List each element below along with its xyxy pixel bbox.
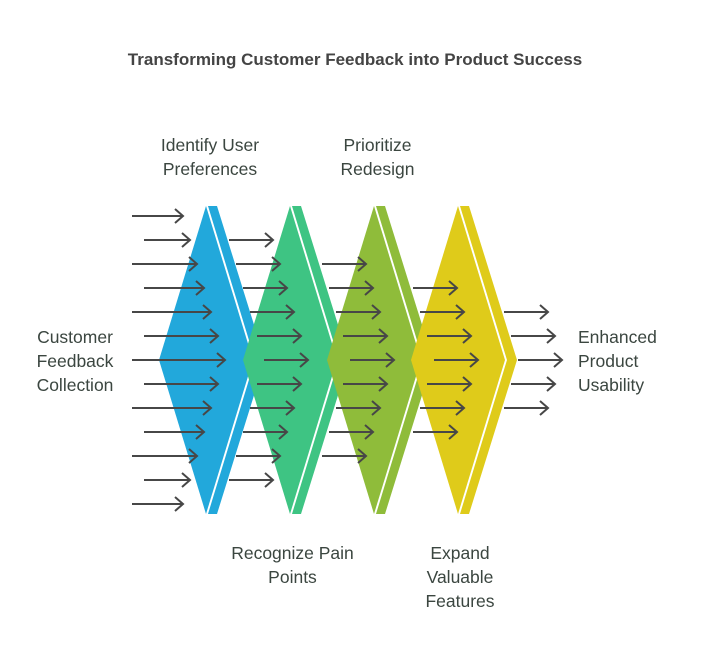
flow-arrow-2-head bbox=[364, 280, 375, 296]
flow-arrow-4-head bbox=[539, 400, 550, 416]
input-arrow-head bbox=[202, 400, 213, 416]
flow-arrow-4-head bbox=[546, 328, 557, 344]
flow-arrow-3-head bbox=[455, 304, 466, 320]
flow-arrow-2-head bbox=[378, 376, 389, 392]
flow-arrow-1-head bbox=[299, 352, 310, 368]
stage-label-1: Identify User Preferences bbox=[160, 135, 260, 179]
flow-arrow-2-head bbox=[357, 448, 368, 464]
input-arrow-head bbox=[174, 208, 185, 224]
flow-arrow-4-head bbox=[553, 352, 564, 368]
flow-arrow-1-head bbox=[285, 400, 296, 416]
input-arrow-head bbox=[209, 376, 220, 392]
flow-arrow-1-head bbox=[292, 328, 303, 344]
input-arrow-head bbox=[209, 328, 220, 344]
input-arrow-head bbox=[195, 280, 206, 296]
diagram-title: Transforming Customer Feedback into Prod… bbox=[127, 50, 583, 69]
flow-arrow-2-head bbox=[378, 328, 389, 344]
flow-arrow-4-head bbox=[539, 304, 550, 320]
flow-arrow-1-head bbox=[271, 256, 282, 272]
flow-arrow-1-head bbox=[271, 448, 282, 464]
stage-label-2: Recognize Pain Points bbox=[231, 543, 354, 587]
input-arrow-head bbox=[195, 424, 206, 440]
input-arrow-head bbox=[188, 256, 199, 272]
flow-arrow-2-head bbox=[371, 400, 382, 416]
input-label: Customer Feedback Collection bbox=[36, 327, 114, 395]
flow-arrow-1-head bbox=[264, 232, 275, 248]
flow-arrow-2-head bbox=[371, 304, 382, 320]
flow-arrow-1-head bbox=[278, 424, 289, 440]
output-label: Enhanced Product Usability bbox=[578, 327, 657, 395]
flow-arrow-3-head bbox=[448, 280, 459, 296]
input-arrow-head bbox=[181, 472, 192, 488]
flow-arrow-3-head bbox=[462, 328, 473, 344]
flow-arrow-4-head bbox=[546, 376, 557, 392]
flow-arrow-1-head bbox=[285, 304, 296, 320]
flow-arrow-1-head bbox=[292, 376, 303, 392]
input-arrow-head bbox=[216, 352, 227, 368]
input-arrow-head bbox=[188, 448, 199, 464]
flow-arrow-1-head bbox=[264, 472, 275, 488]
flow-arrow-3-head bbox=[462, 376, 473, 392]
input-arrow-head bbox=[202, 304, 213, 320]
input-arrow-head bbox=[174, 496, 185, 512]
stage-label-3: Prioritize Redesign bbox=[340, 135, 415, 179]
flow-arrow-2-head bbox=[364, 424, 375, 440]
flow-arrow-1-head bbox=[278, 280, 289, 296]
flow-arrow-2-head bbox=[357, 256, 368, 272]
flow-arrow-3-head bbox=[448, 424, 459, 440]
stage-label-4: Expand Valuable Features bbox=[425, 543, 495, 611]
flow-arrow-3-head bbox=[455, 400, 466, 416]
input-arrow-head bbox=[181, 232, 192, 248]
flow-arrow-2-head bbox=[385, 352, 396, 368]
flow-arrow-3-head bbox=[469, 352, 480, 368]
